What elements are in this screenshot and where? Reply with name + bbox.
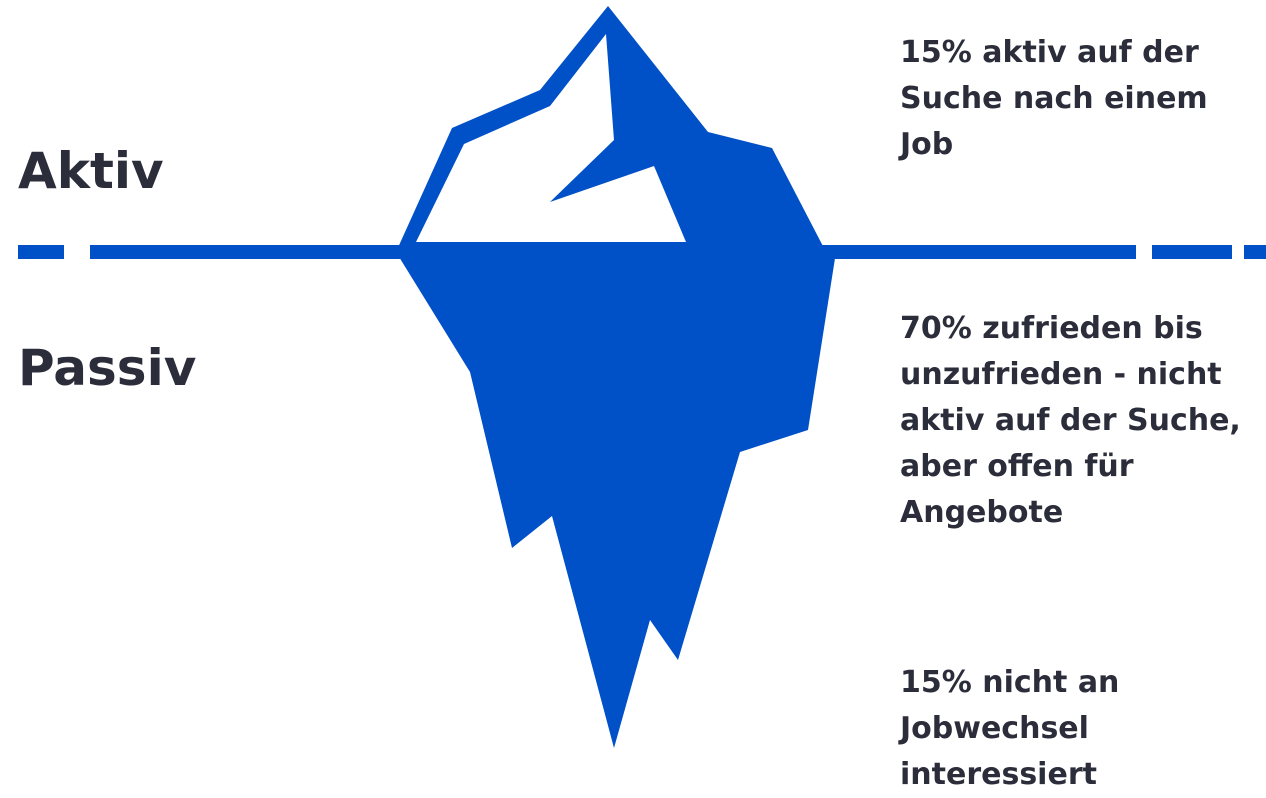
description-line: unzufrieden - nicht [900, 357, 1222, 392]
description-line: Suche nach einem [900, 81, 1208, 116]
description-line: Job [900, 127, 954, 162]
label-aktiv: Aktiv [18, 142, 164, 200]
description-line: 15% aktiv auf der [900, 35, 1199, 70]
waterline-dash-right-1 [820, 245, 1136, 259]
description-line: Jobwechsel [900, 711, 1089, 746]
description-line: 70% zufrieden bis [900, 311, 1203, 346]
label-passiv: Passiv [18, 339, 197, 397]
description-line: interessiert [900, 757, 1097, 792]
iceberg-tip-highlight [416, 34, 686, 242]
iceberg-underwater [396, 252, 836, 748]
description-active: 15% aktiv auf der Suche nach einem Job [900, 30, 1260, 168]
description-line: aber offen für [900, 449, 1134, 484]
waterline-dash-left-1 [18, 245, 64, 259]
description-passive-open: 70% zufrieden bis unzufrieden - nicht ak… [900, 306, 1260, 536]
waterline-dash-left-2 [90, 245, 400, 259]
waterline-dash-right-2 [1152, 245, 1232, 259]
waterline-dash-right-3 [1244, 245, 1266, 259]
description-not-interested: 15% nicht an Jobwechsel interessiert [900, 660, 1260, 798]
description-line: aktiv auf der Suche, [900, 403, 1241, 438]
description-line: Angebote [900, 495, 1064, 530]
description-line: 15% nicht an [900, 665, 1120, 700]
